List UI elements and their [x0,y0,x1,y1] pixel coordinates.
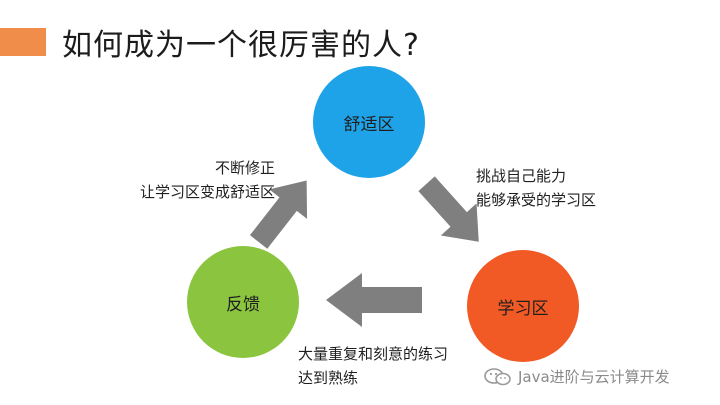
note-feedback-to-comfort: 不断修正 让学习区变成舒适区 [110,156,275,204]
arrow-comfort-to-learning [418,176,479,242]
watermark: Java进阶与云计算开发 [484,366,670,387]
title-accent-bar [0,28,46,56]
node-feedback-label: 反馈 [226,294,260,315]
arrow-feedback-to-comfort [249,180,308,249]
node-feedback: 反馈 [187,246,299,358]
note-line: 能够承受的学习区 [476,191,597,209]
note-learning-to-feedback: 大量重复和刻意的练习 达到熟练 [298,342,448,390]
note-line: 不断修正 [214,159,275,177]
note-line: 让学习区变成舒适区 [139,183,275,201]
node-learning-label: 学习区 [497,298,549,319]
arrow-learning-to-feedback [326,273,422,327]
node-comfort-zone: 舒适区 [313,66,425,178]
watermark-text: Java进阶与云计算开发 [518,368,670,386]
note-line: 达到熟练 [298,369,359,387]
note-comfort-to-learning: 挑战自己能力 能够承受的学习区 [476,164,596,212]
node-comfort-label: 舒适区 [343,114,395,135]
page-title: 如何成为一个很厉害的人? [62,28,420,63]
node-learning-zone: 学习区 [467,250,579,362]
note-line: 大量重复和刻意的练习 [298,345,449,363]
note-line: 挑战自己能力 [476,167,567,185]
wechat-icon [484,367,511,385]
